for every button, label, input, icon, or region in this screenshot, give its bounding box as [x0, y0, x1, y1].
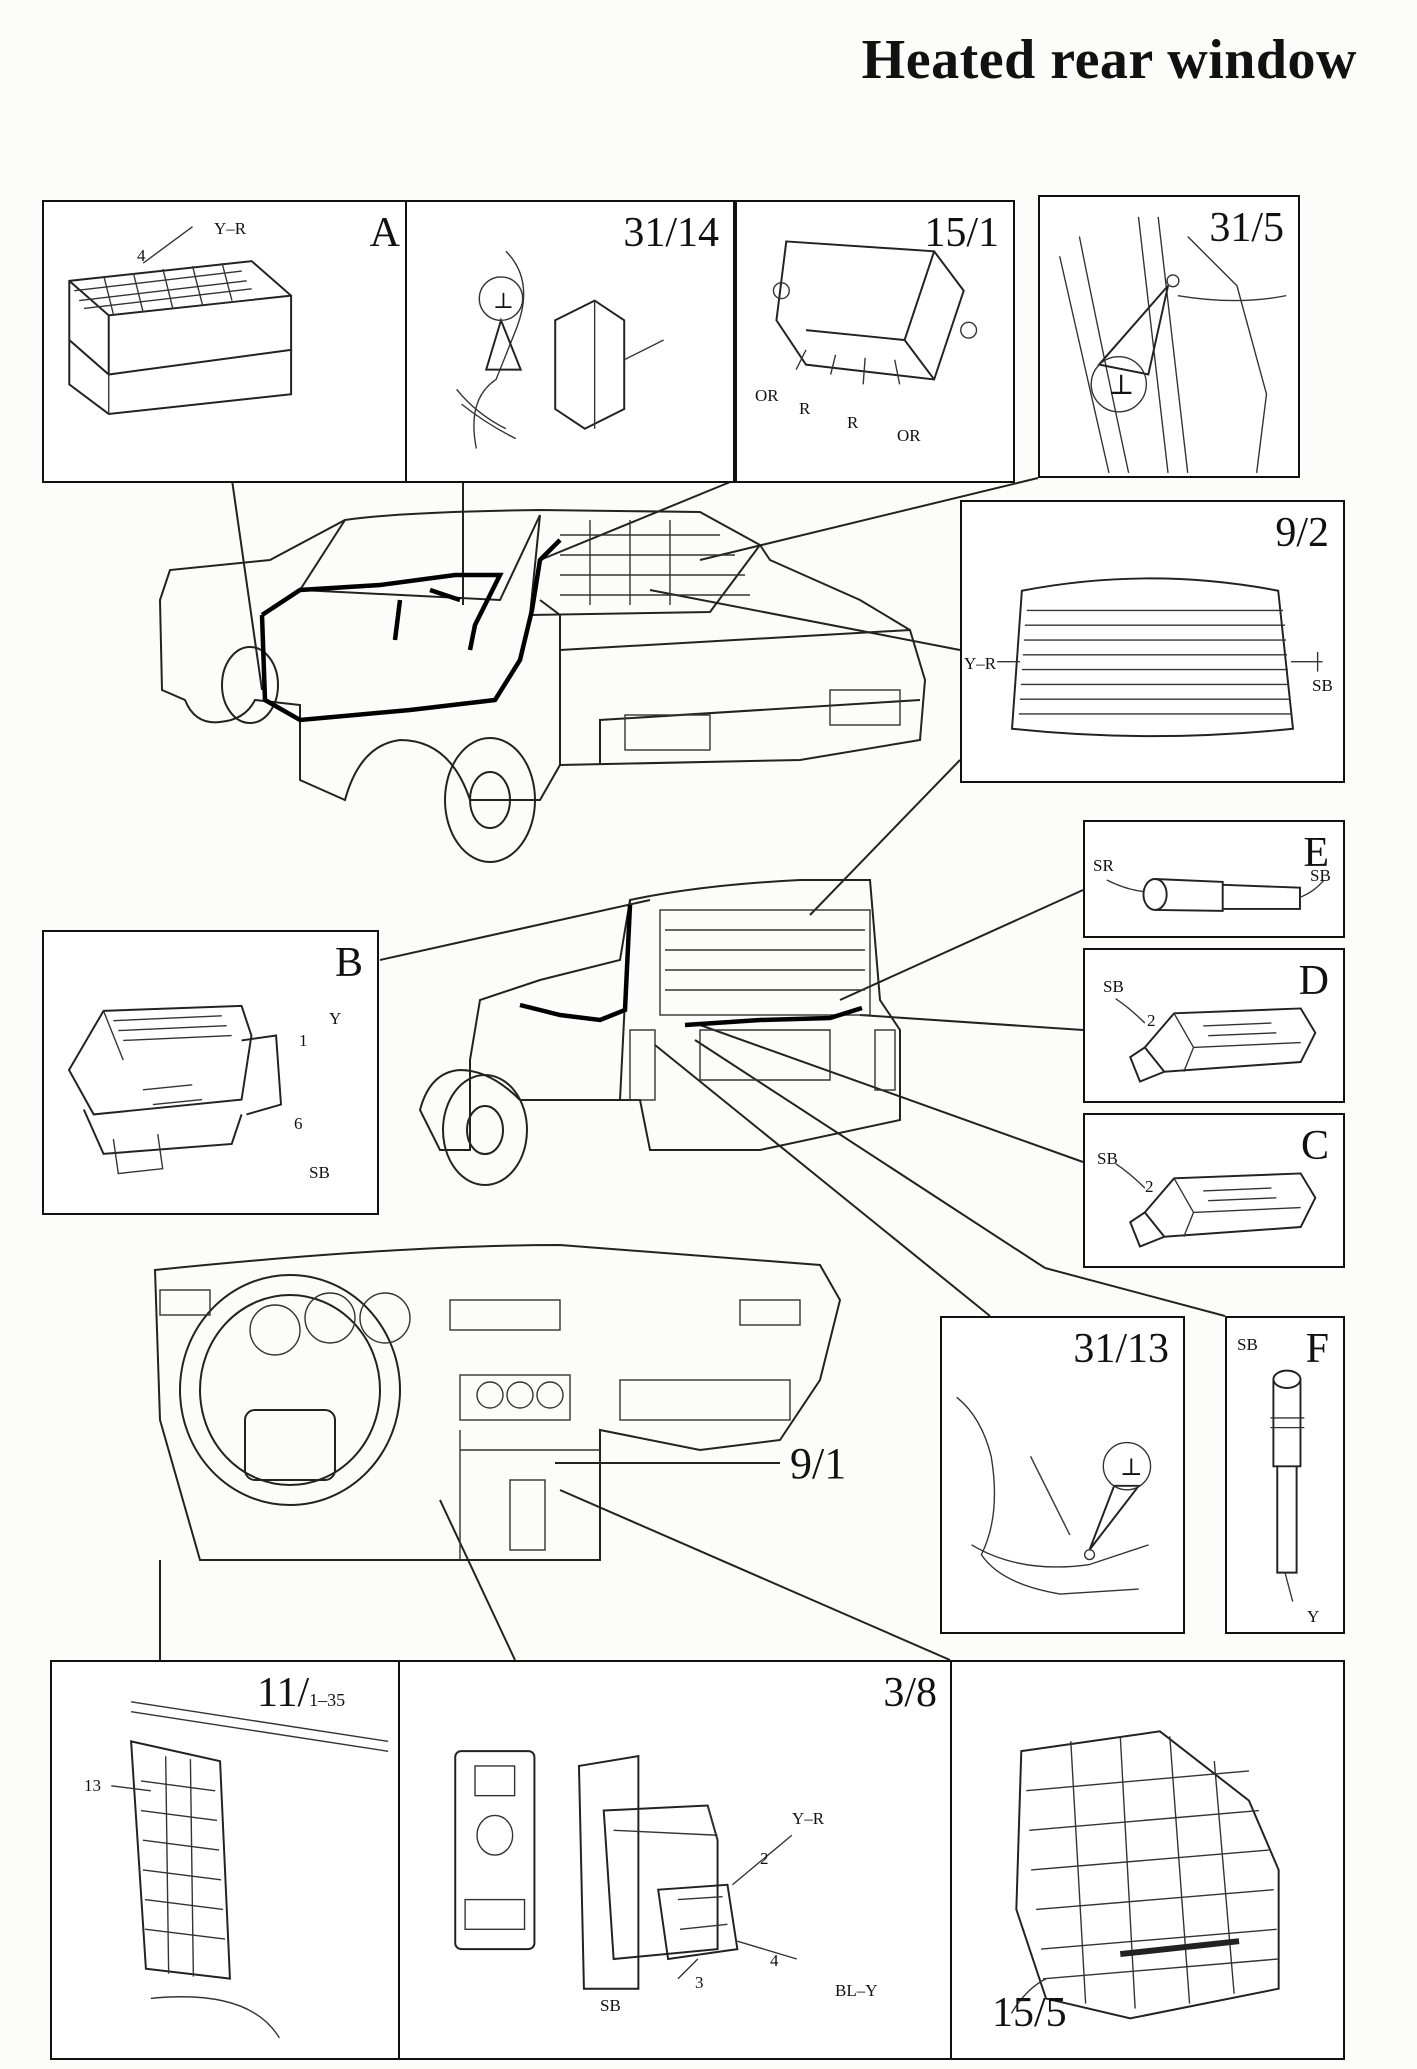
rear-window-drawing	[997, 577, 1323, 738]
panel-A-pin-label: 4	[137, 246, 146, 265]
pin-2: 2	[1145, 1177, 1154, 1196]
panel-E-tag: E	[1303, 830, 1329, 876]
panel-3-8-switch: 3/8 Y–R 2 4 BL–Y 3 SB	[398, 1660, 953, 2060]
wire-sb: SB	[1237, 1335, 1258, 1354]
panel-31-14-ground-point: 31/14 ⊥	[405, 200, 735, 483]
relay-module-drawing	[772, 240, 978, 385]
panel-31-5-tag: 31/5	[1209, 205, 1284, 251]
panel-C-connector: C SB 2	[1083, 1113, 1345, 1268]
rear-ground-drawing	[956, 1396, 1152, 1595]
panel-B-connector: B Y 1 6 SB	[42, 930, 379, 1215]
panel-15-5-fuse-block: 15/5	[950, 1660, 1345, 2060]
panel-A-tag: A	[369, 210, 400, 256]
panel-F-connector: F SB Y	[1225, 1316, 1345, 1634]
panel-A-fuse-box: A Y–R 4	[42, 200, 416, 483]
inline-connector-drawing	[1106, 878, 1325, 912]
two-pin-connector-d-drawing	[1115, 998, 1317, 1083]
panel-11-tag-sub: 1–35	[309, 1690, 346, 1710]
panel-31-13-tag: 31/13	[1073, 1326, 1169, 1372]
page-title: Heated rear window	[861, 29, 1357, 91]
wire-r-2: R	[847, 413, 859, 432]
dashboard-illustration	[153, 1243, 842, 1561]
wire-sb: SB	[1312, 676, 1333, 695]
wire-sr: SR	[1093, 856, 1114, 875]
wagon-illustration	[418, 879, 901, 1186]
wire-sb: SB	[309, 1163, 330, 1182]
panel-A-wire-label: Y–R	[214, 219, 247, 238]
panel-3-8-tag: 3/8	[883, 1670, 937, 1716]
wire-or-2: OR	[897, 426, 921, 445]
panel-15-1-tag: 15/1	[924, 210, 999, 256]
sedan-illustration	[158, 508, 927, 863]
panel-F-tag: F	[1305, 1326, 1329, 1372]
ground-point-drawing	[456, 250, 664, 449]
wire-y-r: Y–R	[964, 654, 997, 673]
pin-13: 13	[84, 1776, 101, 1795]
pin-1: 1	[299, 1031, 308, 1050]
panel-E-connector: E SR SB	[1083, 820, 1345, 938]
panel-B-tag: B	[334, 940, 363, 986]
wire-sb: SB	[1097, 1149, 1118, 1168]
pin-6: 6	[294, 1114, 303, 1133]
panel-C-tag: C	[1300, 1123, 1329, 1169]
pin-2: 2	[1147, 1011, 1156, 1030]
pillar-ground-drawing	[1059, 216, 1287, 474]
label-9-1: 9/1	[790, 1439, 847, 1488]
panel-11-tag: 11/1–35	[257, 1672, 345, 1714]
wire-sb: SB	[600, 1996, 621, 2015]
panel-15-1-relay: 15/1 OR R R OR	[735, 200, 1015, 483]
panel-D-tag: D	[1298, 958, 1329, 1004]
fuse-panel-drawing	[111, 1701, 389, 2039]
panel-11-1-35-fuse-panel: 11/1–35 13	[50, 1660, 400, 2060]
panel-D-connector: D SB 2	[1083, 948, 1345, 1103]
pin-2: 2	[760, 1849, 769, 1868]
switch-drawing	[454, 1750, 797, 1990]
pin-4: 4	[770, 1951, 779, 1970]
central-electrical-unit-drawing	[1010, 1730, 1280, 2020]
pin-3: 3	[695, 1973, 704, 1992]
wire-sb: SB	[1310, 866, 1331, 885]
wire-y: Y	[329, 1009, 342, 1028]
panel-31-13-ground-point: 31/13 ⊥	[940, 1316, 1185, 1634]
panel-9-2-tag: 9/2	[1275, 510, 1329, 556]
panel-31-5-ground-point: 31/5 ⊥	[1038, 195, 1300, 478]
panel-9-2-rear-window: 9/2 Y–R SB	[960, 500, 1345, 783]
ground-symbol: ⊥	[1120, 1455, 1143, 1481]
wire-y-r: Y–R	[792, 1809, 825, 1828]
wire-r-1: R	[799, 399, 811, 418]
wire-sb: SB	[1103, 977, 1124, 996]
wire-bl-y: BL–Y	[835, 1981, 878, 2000]
ground-symbol: ⊥	[493, 288, 514, 313]
panel-31-14-tag: 31/14	[623, 210, 719, 256]
two-pin-connector-c-drawing	[1115, 1163, 1317, 1248]
wire-or-1: OR	[755, 386, 779, 405]
single-pin-connector-drawing	[1270, 1369, 1305, 1602]
panel-11-tag-main: 11/	[257, 1670, 310, 1716]
multi-pin-connector-drawing	[67, 1004, 283, 1175]
ground-symbol: ⊥	[1108, 370, 1135, 401]
panel-15-5-tag: 15/5	[992, 1990, 1067, 2036]
fuse-box-drawing	[68, 226, 293, 415]
wire-y: Y	[1307, 1607, 1320, 1626]
